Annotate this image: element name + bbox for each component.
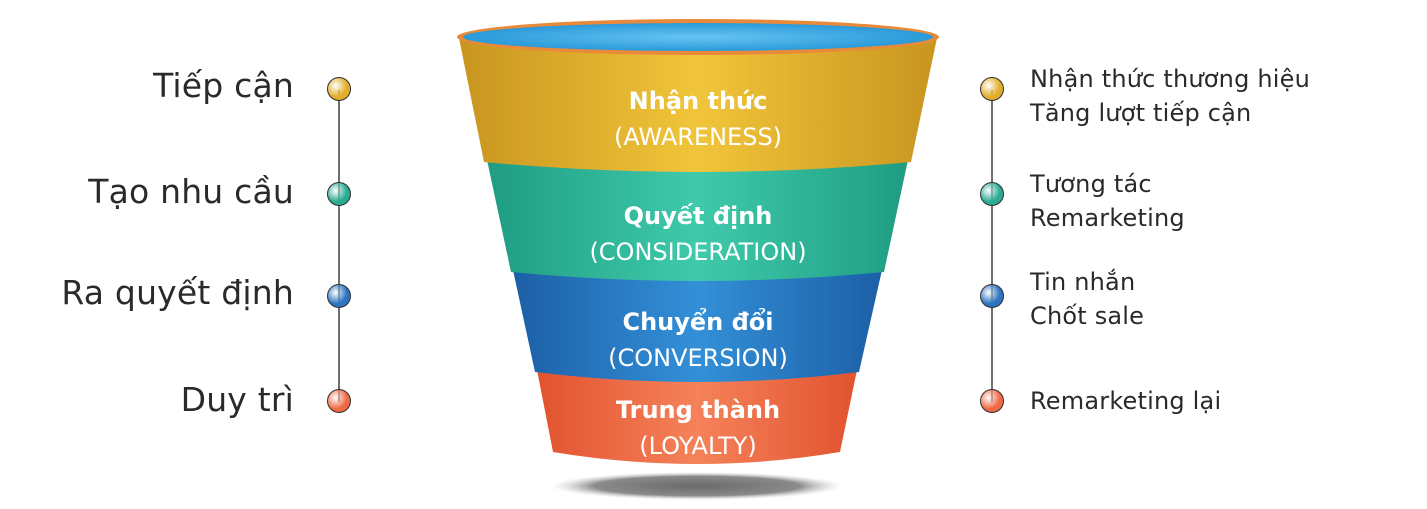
funnel-segment-conversion — [513, 270, 882, 382]
left-timeline-line — [338, 90, 340, 402]
funnel-text-conversion: Chuyển đổi (CONVERSION) — [498, 304, 898, 376]
funnel-text-awareness: Nhận thức (AWARENESS) — [498, 83, 898, 155]
right-dot-loyalty — [980, 389, 1004, 413]
right-dot-conversion — [980, 284, 1004, 308]
left-dot-conversion — [327, 284, 351, 308]
funnel-title: Chuyển đổi — [622, 308, 774, 336]
stage-details-awareness: Nhận thức thương hiệu Tăng lượt tiếp cận — [1030, 62, 1310, 130]
stage-label-decision: Ra quyết định — [61, 273, 294, 312]
detail-line: Tăng lượt tiếp cận — [1030, 99, 1252, 127]
funnel-rim-inner — [463, 23, 933, 51]
funnel-segment-loyalty — [537, 370, 857, 464]
right-dot-awareness — [980, 77, 1004, 101]
detail-line: Remarketing lại — [1030, 387, 1222, 415]
funnel-text-consideration: Quyết định (CONSIDERATION) — [498, 198, 898, 270]
funnel-title: Nhận thức — [628, 87, 768, 115]
funnel-title: Quyết định — [623, 202, 773, 230]
funnel-subtitle: (CONVERSION) — [608, 344, 788, 372]
funnel-segment-awareness — [459, 38, 937, 172]
funnel-subtitle: (CONSIDERATION) — [589, 238, 807, 266]
detail-line: Nhận thức thương hiệu — [1030, 65, 1311, 93]
stage-details-consideration: Tương tác Remarketing — [1030, 167, 1185, 235]
detail-line: Remarketing — [1030, 204, 1185, 232]
detail-line: Chốt sale — [1030, 302, 1145, 330]
stage-label-reach: Tiếp cận — [153, 66, 294, 105]
funnel-subtitle: (LOYALTY) — [639, 432, 757, 460]
funnel-subtitle: (AWARENESS) — [613, 123, 783, 151]
detail-line: Tương tác — [1030, 170, 1152, 198]
stage-details-loyalty: Remarketing lại — [1030, 384, 1221, 418]
stage-label-retain: Duy trì — [180, 380, 294, 419]
funnel-title: Trung thành — [615, 396, 781, 424]
funnel-segment-consideration — [487, 160, 908, 281]
stage-details-conversion: Tin nhắn Chốt sale — [1030, 265, 1144, 333]
left-dot-loyalty — [327, 389, 351, 413]
left-dot-awareness — [327, 77, 351, 101]
funnel-text-loyalty: Trung thành (LOYALTY) — [498, 392, 898, 464]
left-dot-consideration — [327, 182, 351, 206]
funnel-shadow — [551, 472, 843, 500]
stage-label-demand: Tạo nhu cầu — [88, 172, 294, 211]
right-timeline-line — [991, 90, 993, 402]
detail-line: Tin nhắn — [1030, 268, 1136, 296]
right-dot-consideration — [980, 182, 1004, 206]
